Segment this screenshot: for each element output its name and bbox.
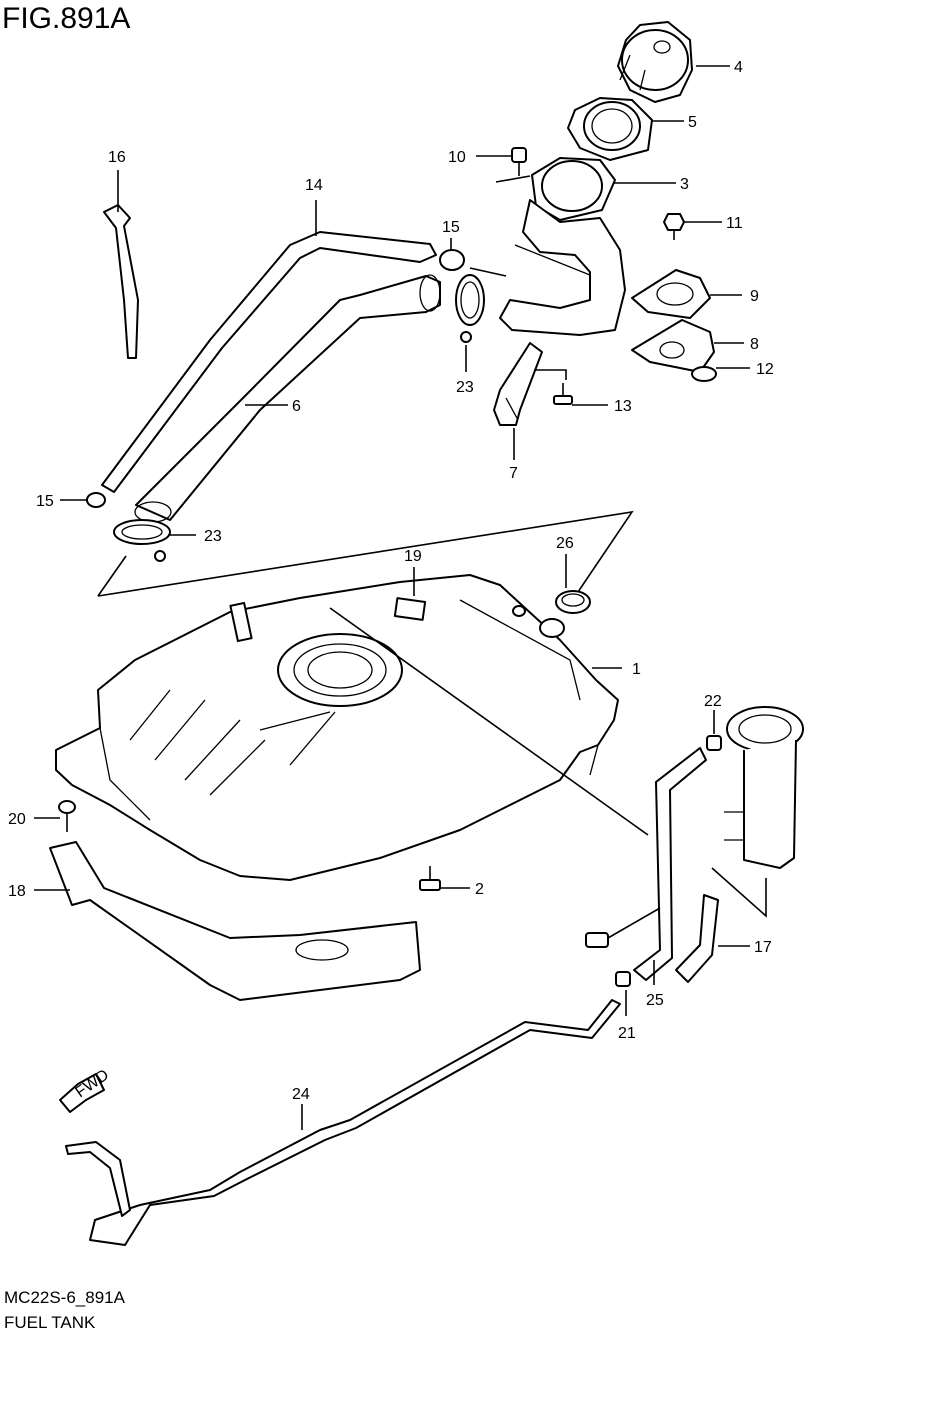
callout-15a: 15 xyxy=(442,219,460,236)
filler-seal xyxy=(567,97,653,161)
bracket-9 xyxy=(631,269,711,319)
callout-6: 6 xyxy=(292,398,301,415)
callout-8: 8 xyxy=(750,336,759,353)
callout-1: 1 xyxy=(632,661,641,678)
clamp-15-upper xyxy=(439,249,465,271)
callout-26: 26 xyxy=(556,535,574,552)
callout-17: 17 xyxy=(754,939,772,956)
fuel-pump xyxy=(724,706,804,869)
callout-10: 10 xyxy=(448,149,466,166)
bracket-8 xyxy=(631,319,715,373)
grommet-12 xyxy=(691,366,717,382)
wire-connector xyxy=(585,907,661,948)
bolt-11 xyxy=(663,213,685,240)
callout-5: 5 xyxy=(688,114,697,131)
clamp-22 xyxy=(706,735,722,751)
callout-3: 3 xyxy=(680,176,689,193)
callout-21: 21 xyxy=(618,1025,636,1042)
callout-14: 14 xyxy=(305,177,323,194)
callout-9: 9 xyxy=(750,288,759,305)
clamp-15-lower xyxy=(86,492,106,508)
bolt-10 xyxy=(511,147,527,176)
filler-neck xyxy=(499,157,626,336)
clamp-23-upper xyxy=(455,274,485,343)
callout-25: 25 xyxy=(646,992,664,1009)
tank-support-18 xyxy=(49,841,421,1001)
callout-24: 24 xyxy=(292,1086,310,1103)
grommet-26 xyxy=(555,590,591,614)
callout-11: 11 xyxy=(726,215,743,232)
hose-14 xyxy=(101,231,437,493)
diagram-name: FUEL TANK xyxy=(4,1313,96,1332)
diagram-code: MC22S-6_891A xyxy=(4,1288,125,1307)
callout-7: 7 xyxy=(509,465,518,482)
callout-4: 4 xyxy=(734,59,743,76)
callout-23a: 23 xyxy=(456,379,474,396)
hose-17 xyxy=(675,894,719,983)
hose-25 xyxy=(633,747,707,981)
callout-2: 2 xyxy=(475,881,484,898)
figure-title: FIG.891A xyxy=(2,2,131,35)
callout-16: 16 xyxy=(108,149,126,166)
callout-23b: 23 xyxy=(204,528,222,545)
leader-lines xyxy=(34,65,767,1130)
callout-22: 22 xyxy=(704,693,722,710)
fuel-tank xyxy=(55,574,619,881)
callout-18: 18 xyxy=(8,883,26,900)
fwd-arrow: FWD xyxy=(59,1066,112,1113)
bracket-7 xyxy=(493,342,567,426)
tie-strap-16 xyxy=(103,204,139,359)
callout-13: 13 xyxy=(614,398,632,415)
fuel-cap xyxy=(617,21,693,103)
clip-21 xyxy=(615,971,631,987)
bolt-2 xyxy=(419,866,441,891)
screw-20 xyxy=(58,800,76,832)
bolt-13 xyxy=(553,383,573,405)
callout-labels: 1 2 3 4 5 6 7 8 9 10 11 12 13 14 15 15 1… xyxy=(8,59,774,1103)
callout-12: 12 xyxy=(756,361,774,378)
callout-19: 19 xyxy=(404,548,422,565)
callout-15b: 15 xyxy=(36,493,54,510)
pipe-24 xyxy=(65,999,621,1246)
callout-20: 20 xyxy=(8,811,26,828)
clamp-23-lower xyxy=(113,519,171,562)
